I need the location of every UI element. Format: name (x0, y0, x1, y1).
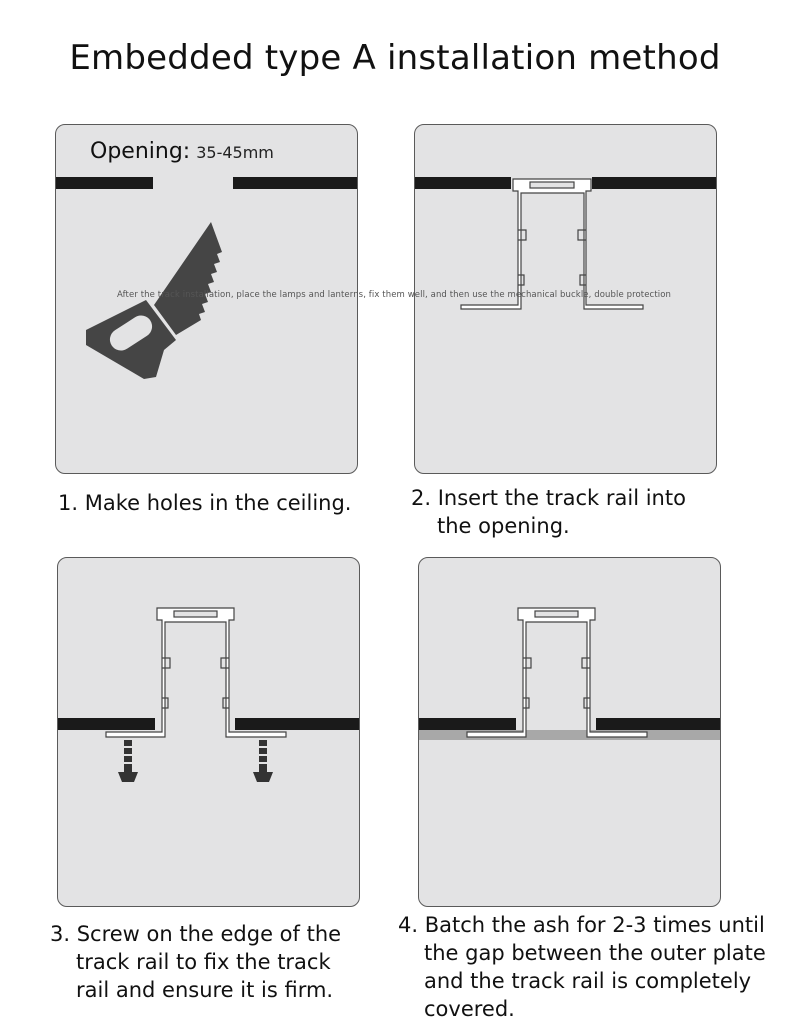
caption-line: covered. (424, 997, 515, 1021)
track-rail (466, 607, 648, 738)
ceiling-right (596, 718, 720, 730)
ceiling-left (56, 177, 153, 189)
saw-icon (86, 222, 222, 379)
caption-line: rail and ensure it is firm. (76, 978, 334, 1002)
ceiling-left (58, 718, 155, 730)
caption-line: 2. Insert the track rail into (411, 486, 686, 510)
step1-caption: 1. Make holes in the ceiling. (58, 489, 351, 517)
caption-line: 3. Screw on the edge of the (50, 922, 342, 946)
step2-panel (414, 124, 717, 474)
screw-icon (118, 740, 138, 782)
step2-illustration (415, 177, 716, 310)
step4-illustration (419, 607, 720, 740)
caption-line: the opening. (437, 514, 570, 538)
caption-line: 4. Batch the ash for 2-3 times until (398, 913, 765, 937)
ceiling-right (233, 177, 357, 189)
opening-label: Opening: 35-45mm (90, 139, 274, 164)
step3-caption: 3. Screw on the edge of the track rail t… (50, 920, 341, 1004)
caption-line: track rail to fix the track (76, 950, 331, 974)
ceiling-right (592, 177, 716, 189)
step3-panel (57, 557, 360, 907)
opening-label-text: Opening: (90, 139, 191, 164)
opening-value: 35-45mm (196, 143, 274, 162)
caption-line: and the track rail is completely (424, 969, 752, 993)
plaster-layer (419, 730, 720, 740)
track-rail (460, 178, 644, 310)
caption-line: the gap between the outer plate (424, 941, 766, 965)
overlay-note: After the track installation, place the … (117, 290, 672, 300)
step4-panel (418, 557, 721, 907)
step2-caption: 2. Insert the track rail into the openin… (411, 484, 686, 540)
step4-caption: 4. Batch the ash for 2-3 times until the… (398, 911, 766, 1023)
step1-illustration (56, 177, 357, 379)
caption-line: 1. Make holes in the ceiling. (58, 491, 352, 515)
step1-panel: Opening: 35-45mm (55, 124, 358, 474)
track-rail (105, 607, 287, 738)
page-title: Embedded type A installation method (69, 38, 721, 78)
ceiling-right (235, 718, 359, 730)
ceiling-left (419, 718, 516, 730)
screw-icon (253, 740, 273, 782)
ceiling-left (415, 177, 511, 189)
step3-illustration (58, 607, 359, 782)
